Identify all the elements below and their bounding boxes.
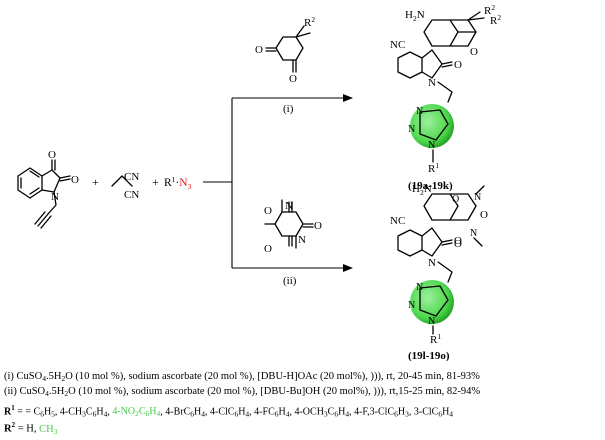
nitro-substituent: 4-NO2C6H4 xyxy=(112,406,161,419)
azide-r-label: R1·N3 xyxy=(164,175,192,191)
lower-nitrile: NC xyxy=(390,215,405,227)
upper-nitrile: NC xyxy=(390,39,405,51)
upper-oxindole-oxygen: O xyxy=(454,59,462,71)
condition-line-i: (i) CuSO4.5H2O (10 mol %), sodium ascorb… xyxy=(4,371,480,383)
azide-reagent: R1·N3 xyxy=(164,175,192,191)
upper-triazole-r1: R1 xyxy=(428,161,439,175)
dione-oxygen-2: O xyxy=(289,73,297,85)
lower-product-label: (19l-19o) xyxy=(408,350,450,362)
upper-product: H2N R2 R2 NC O O N N N N R1 (19a-19k) xyxy=(390,3,501,192)
upper-triazole-n1: N xyxy=(416,106,423,117)
malononitrile-cn-top: CN xyxy=(124,171,139,183)
r2-substituents: R2 = H, CH3 xyxy=(4,421,58,436)
barbituric-oxygen-1: O xyxy=(264,205,272,217)
lower-triazole-n2: N xyxy=(408,300,415,311)
lower-oxindole-nitrogen: N xyxy=(428,257,436,269)
lower-pyran-oxygen: O xyxy=(452,194,459,205)
step-label-i: (i) xyxy=(283,103,294,115)
methyl-substituent: CH3 xyxy=(39,423,58,436)
lower-triazole-r1: R1 xyxy=(430,332,441,346)
lower-triazole-n1: N xyxy=(416,282,423,293)
barbituric-oxygen-2: O xyxy=(314,220,322,232)
malononitrile-cn-bottom: CN xyxy=(124,189,139,201)
isatin-nitrogen: N xyxy=(51,191,59,203)
lower-oxindole-oxygen: O xyxy=(454,238,462,250)
dione-r2-label: R2 xyxy=(304,15,315,29)
upper-ketone-oxygen: O xyxy=(470,46,478,58)
lower-triazole-n3: N xyxy=(428,316,435,327)
plus-sign-2: + xyxy=(152,175,159,189)
malononitrile: CN CN xyxy=(111,171,139,201)
lower-pyrimidine-n2: N xyxy=(470,228,477,239)
lower-product: H2N O N O N O NC O N N N N R1 (19l-19o) xyxy=(390,183,488,362)
dimethylbarbituric-acid: O O O N N xyxy=(264,199,322,255)
upper-amino: H2N xyxy=(405,9,425,23)
barbituric-nitrogen-2: N xyxy=(298,234,306,246)
condition-line-ii: (ii) CuSO4.5H2O (10 mol %), sodium ascor… xyxy=(4,386,481,398)
plus-sign-1: + xyxy=(92,175,99,189)
upper-r2-a: R2 xyxy=(484,3,495,17)
propargyl-isatin: O O N xyxy=(17,149,79,229)
lower-carbonyl-oxygen-2: O xyxy=(454,235,462,247)
dione-oxygen-1: O xyxy=(255,44,263,56)
barbituric-nitrogen-1: N xyxy=(285,200,293,212)
upper-oxindole-nitrogen: N xyxy=(428,77,436,89)
isatin-oxygen-1: O xyxy=(48,149,56,161)
step-label-ii: (ii) xyxy=(283,275,297,287)
lower-pyrimidine-n1: N xyxy=(474,192,481,203)
upper-triazole-n2: N xyxy=(408,124,415,135)
lower-amino: H2N xyxy=(412,183,432,197)
reaction-arrows: (i) (ii) xyxy=(203,94,353,287)
cyclohexanedione: O O R2 xyxy=(255,15,315,85)
upper-triazole-n3: N xyxy=(428,140,435,151)
r1-substituents: R1 = = C6H5, 4-CH3C6H4, 4-NO2C6H4, 4-BrC… xyxy=(4,404,454,419)
isatin-oxygen-2: O xyxy=(71,174,79,186)
lower-carbonyl-oxygen-1: O xyxy=(480,209,488,221)
upper-r2-b: R2 xyxy=(490,13,501,27)
barbituric-oxygen-3: O xyxy=(264,243,272,255)
upper-product-label: (19a-19k) xyxy=(408,180,453,192)
